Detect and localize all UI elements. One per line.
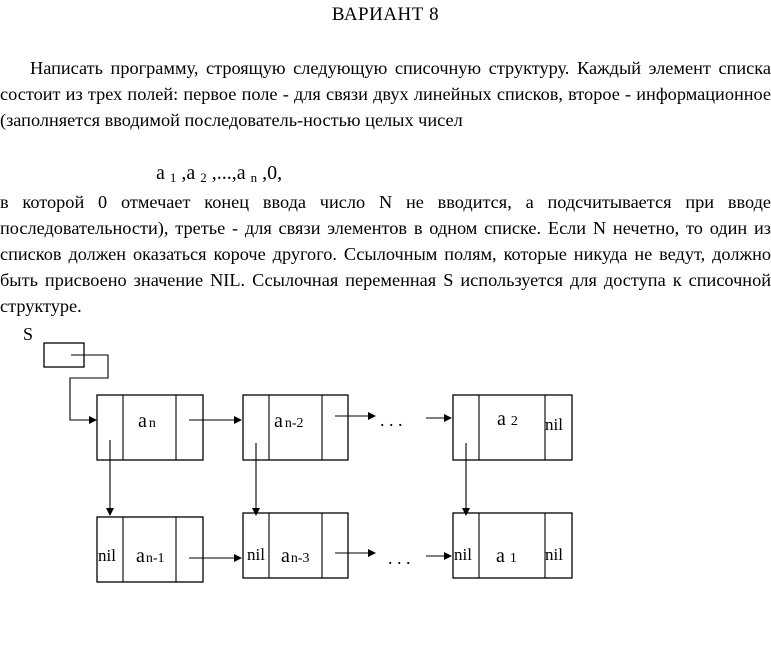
task-paragraph-2: в которой 0 отмечает конец ввода число N… xyxy=(0,192,771,316)
svg-text:nil: nil xyxy=(98,546,116,565)
pointer-arrow-s xyxy=(69,354,109,424)
node-bottom-1: nil an-1 xyxy=(96,516,204,583)
svg-text:an-2: an-2 xyxy=(274,410,304,432)
ellipsis-top: . . . xyxy=(380,410,403,430)
ellipsis-bottom: . . . xyxy=(388,548,411,568)
svg-text:an: an xyxy=(138,410,156,432)
svg-text:nil: nil xyxy=(454,545,472,564)
task-paragraph-1: Написать программу, строящую следующую с… xyxy=(0,58,771,130)
svg-text:nil: nil xyxy=(247,545,265,564)
node-bottom-2: nil an-3 xyxy=(242,512,349,579)
svg-text:nil: nil xyxy=(545,415,563,434)
svg-text:a1: a1 xyxy=(496,545,517,567)
pointer-label-s: S xyxy=(23,324,33,344)
svg-text:an-1: an-1 xyxy=(136,545,165,567)
svg-text:an-3: an-3 xyxy=(281,545,310,567)
page-title: ВАРИАНТ 8 xyxy=(331,4,440,25)
svg-text:a2: a2 xyxy=(497,408,518,430)
sequence-formula: a 1 ,a 2 ,...,a n ,0, xyxy=(156,162,283,185)
svg-text:nil: nil xyxy=(545,545,563,564)
